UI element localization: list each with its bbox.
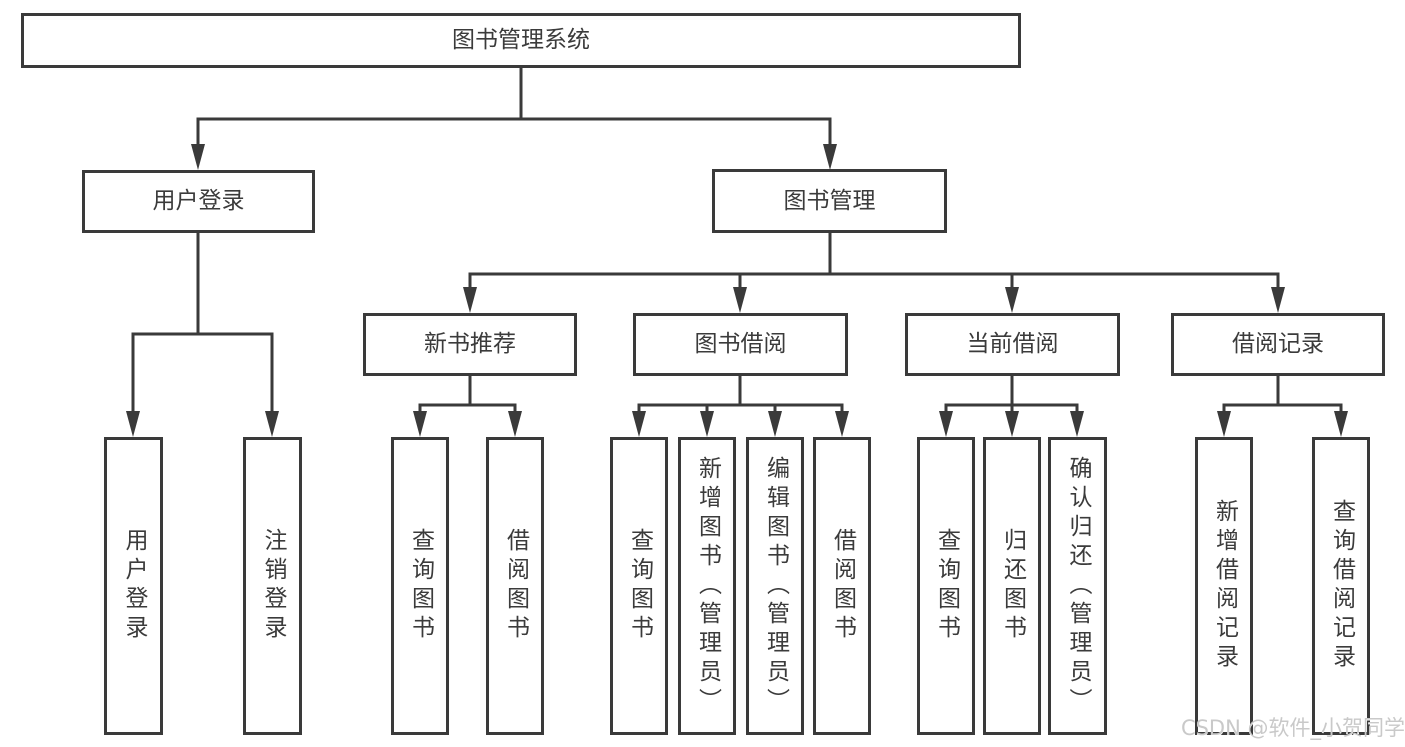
node-label: 当前借阅 — [966, 331, 1059, 357]
node-user-login-branch: 用户登录 — [82, 170, 315, 233]
node-label: 查询图书 — [933, 528, 960, 644]
leaf-return-books: 归还图书 — [983, 437, 1041, 735]
leaf-add-borrow-record: 新增借阅记录 — [1195, 437, 1253, 735]
leaf-borrow-books-recommend: 借阅图书 — [486, 437, 544, 735]
node-label: 图书管理 — [783, 187, 876, 214]
node-label: 图书管理系统 — [452, 27, 590, 53]
node-label: 新书推荐 — [424, 331, 516, 357]
node-borrow-records: 借阅记录 — [1171, 313, 1385, 376]
node-label: 借阅图书 — [502, 528, 529, 644]
node-current-borrow: 当前借阅 — [905, 313, 1120, 376]
node-label: 用户登录 — [152, 188, 245, 214]
node-label: 借阅图书 — [829, 528, 856, 644]
csdn-watermark: CSDN @软件_小贺同学 — [1180, 716, 1405, 740]
leaf-query-borrow-record: 查询借阅记录 — [1312, 437, 1370, 735]
node-label: 查询图书 — [626, 528, 653, 644]
leaf-user-login: 用户登录 — [104, 437, 163, 735]
node-label: 归还图书 — [999, 528, 1026, 644]
node-label: 编辑图书（管理员） — [762, 455, 789, 717]
node-book-borrow: 图书借阅 — [633, 313, 848, 376]
leaf-borrow-books: 借阅图书 — [813, 437, 871, 735]
node-label: 借阅记录 — [1232, 331, 1324, 357]
leaf-query-books-current: 查询图书 — [917, 437, 975, 735]
node-label: 新增图书（管理员） — [694, 455, 721, 717]
node-label: 确认归还（管理员） — [1065, 455, 1091, 717]
node-label: 查询借阅记录 — [1328, 499, 1355, 673]
leaf-query-books-borrow: 查询图书 — [610, 437, 668, 735]
node-label: 查询图书 — [407, 528, 434, 644]
leaf-logout: 注销登录 — [243, 437, 302, 735]
leaf-add-books-admin: 新增图书（管理员） — [678, 437, 736, 735]
node-root-library-system: 图书管理系统 — [21, 13, 1021, 68]
node-label: 注销登录 — [260, 528, 286, 644]
node-new-book-recommend: 新书推荐 — [363, 313, 577, 376]
node-label: 用户登录 — [121, 528, 147, 644]
leaf-edit-books-admin: 编辑图书（管理员） — [746, 437, 804, 735]
leaf-query-books-recommend: 查询图书 — [391, 437, 449, 735]
node-label: 新增借阅记录 — [1211, 499, 1238, 673]
node-book-management-branch: 图书管理 — [712, 169, 947, 233]
leaf-confirm-return-admin: 确认归还（管理员） — [1048, 437, 1107, 735]
node-label: 图书借阅 — [694, 331, 787, 357]
